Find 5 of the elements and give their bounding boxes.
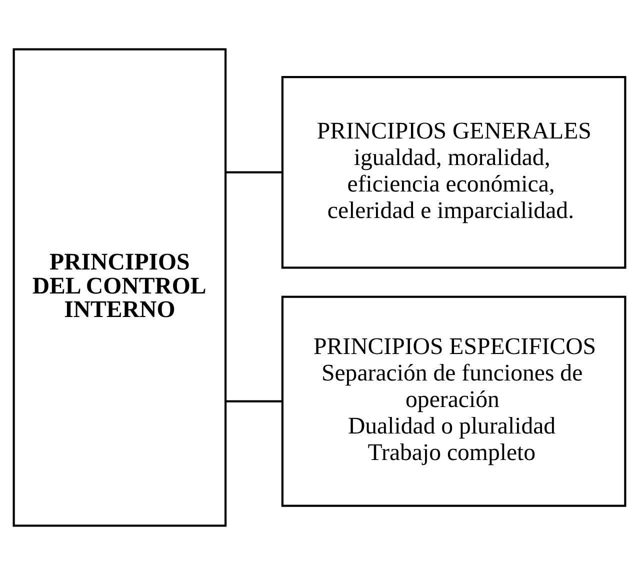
node-box: PRINCIPIOS GENERALES igualdad, moralidad, eficiencia económica, celeridad e imparcialidad. [281,76,626,268]
connector [226,170,282,173]
connector [226,400,282,402]
node-box: PRINCIPIOS DEL CONTROL INTERNO [12,48,227,526]
node-box: PRINCIPIOS ESPECIFICOS Separación de funciones de operación Dualidad o pluralidad Trabajo completo [281,295,626,506]
